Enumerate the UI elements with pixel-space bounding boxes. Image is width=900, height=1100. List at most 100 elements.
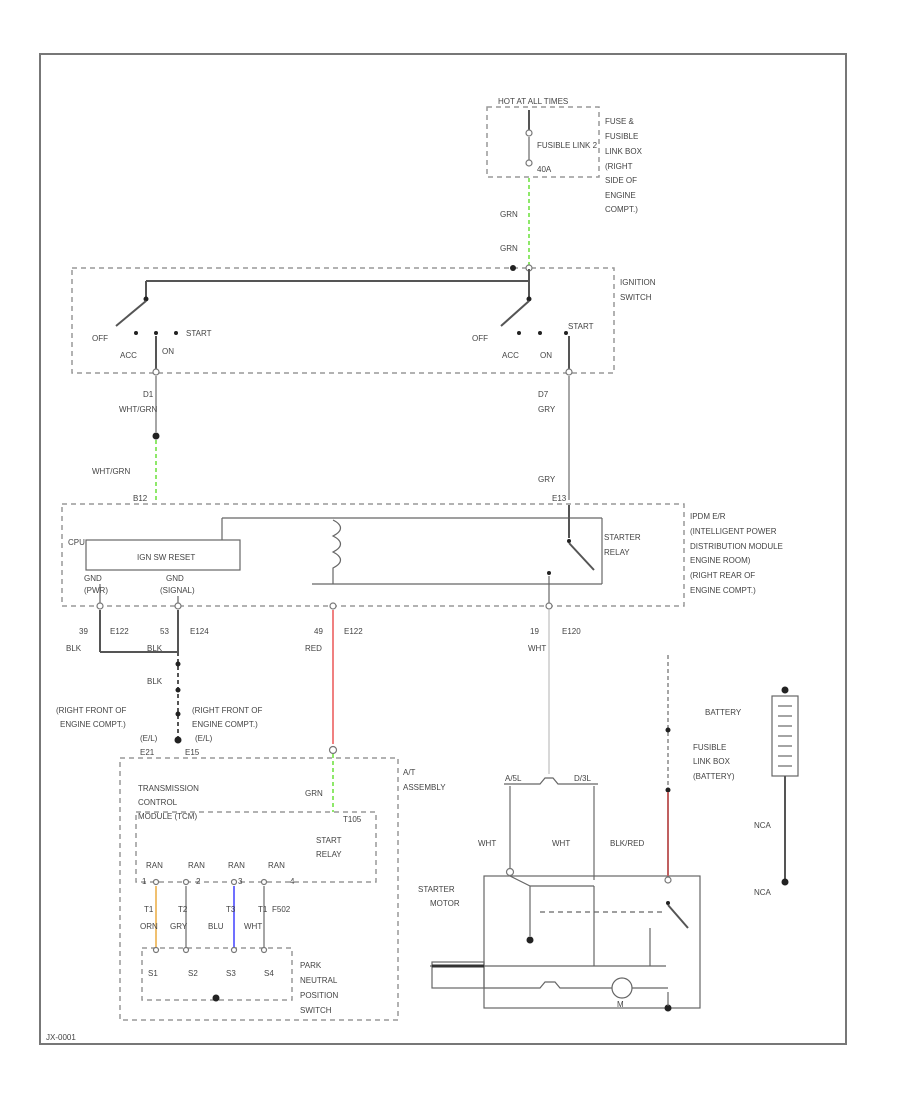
pin-19: 19: [530, 627, 539, 636]
ipdm-gnd1: GND: [84, 574, 102, 583]
battery-label: BATTERY: [705, 708, 742, 717]
wire-label-red: RED: [305, 644, 322, 653]
ipdm-gnd2-sub: (SIGNAL): [160, 586, 195, 595]
battery-pos: NCA: [754, 821, 772, 830]
ipdm-label-5: ENGINE COMPT.): [690, 586, 756, 595]
ign1-on: ON: [162, 347, 174, 356]
ipdm-er: B12 E13 CPU IGN SW RESET STARTER RELAY G…: [61, 494, 783, 610]
ipdm-ign-reset: IGN SW RESET: [137, 553, 195, 562]
tcm-label-0: TRANSMISSION: [138, 784, 199, 793]
pnp-label-2: POSITION: [300, 991, 338, 1000]
pnp-term-3: S4: [264, 969, 274, 978]
tcm-start-relay-1: RELAY: [316, 850, 342, 859]
ground-2-line-3: E15: [185, 748, 200, 757]
t-color-2: BLU: [208, 922, 224, 931]
ign1-start: START: [186, 329, 212, 338]
fuse-box-location-1: FUSIBLE: [605, 132, 638, 141]
ign2-on: ON: [540, 351, 552, 360]
pnp-label-0: PARK: [300, 961, 322, 970]
ground-1-line-1: ENGINE COMPT.): [60, 720, 126, 729]
pnp-label-1: NEUTRAL: [300, 976, 338, 985]
hot-at-all-times-label: HOT AT ALL TIMES: [498, 97, 568, 106]
tcm-start-relay-0: START: [316, 836, 342, 845]
conn-e120: E120: [562, 627, 581, 636]
wire-label-blk-2: BLK: [147, 644, 163, 653]
t-color-1: GRY: [170, 922, 188, 931]
starter-relay-label-0: STARTER: [604, 533, 641, 542]
battery: BATTERY NCA NCA: [705, 686, 799, 897]
t-pin-1: T2: [178, 905, 188, 914]
starter-m-label: M: [617, 1000, 624, 1009]
t-pin-2: T3: [226, 905, 236, 914]
pin-d1: D1: [143, 390, 154, 399]
ipdm-gnd2: GND: [166, 574, 184, 583]
fuse-box: HOT AT ALL TIMES FUSIBLE LINK 2 40A FUSE…: [486, 97, 643, 214]
conn-t105: T105: [343, 815, 362, 824]
tcm-pin-2: RAN: [228, 861, 245, 870]
t-pin-3: T1: [258, 905, 268, 914]
t-color-0: ORN: [140, 922, 158, 931]
ipdm-label-0: IPDM E/R: [690, 512, 726, 521]
tcm-pin-1: RAN: [188, 861, 205, 870]
tcm-label-1: CONTROL: [138, 798, 178, 807]
ipdm-label-1: (INTELLIGENT POWER: [690, 527, 777, 536]
conn-e122-red: E122: [344, 627, 363, 636]
at-assembly-label-1: ASSEMBLY: [403, 783, 446, 792]
conn-e124: E124: [190, 627, 209, 636]
ign2-off: OFF: [472, 334, 488, 343]
fusible-link-label: FUSIBLE LINK 2: [537, 141, 598, 150]
wire-label-gry-2: GRY: [538, 475, 556, 484]
wire-label-blk-1: BLK: [66, 644, 82, 653]
pin-53: 53: [160, 627, 169, 636]
pin-49: 49: [314, 627, 323, 636]
ground-2-line-0: (RIGHT FRONT OF: [192, 706, 262, 715]
tcm-pin-num-2: 3: [238, 877, 243, 886]
pnp-term-1: S2: [188, 969, 198, 978]
wire-label-gry-1: GRY: [538, 405, 556, 414]
ignition-switch-label-0: IGNITION: [620, 278, 656, 287]
ground-2-line-1: ENGINE COMPT.): [192, 720, 258, 729]
fuse-box-location-4: SIDE OF: [605, 176, 637, 185]
battery-fusible-1: LINK BOX: [693, 757, 731, 766]
starter-relay-label-1: RELAY: [604, 548, 630, 557]
conn-e122-left: E122: [110, 627, 129, 636]
ign1-off: OFF: [92, 334, 108, 343]
pnp-label-3: SWITCH: [300, 1006, 332, 1015]
ign2-acc: ACC: [502, 351, 519, 360]
fuse-box-location-5: ENGINE: [605, 191, 636, 200]
tcm-label-2: MODULE (TCM): [138, 812, 197, 821]
fuse-box-location-6: COMPT.): [605, 205, 638, 214]
fusible-link-rating: 40A: [537, 165, 552, 174]
tcm-pin-0: RAN: [146, 861, 163, 870]
at-assembly-label-0: A/T: [403, 768, 416, 777]
starter-motor: STARTER MOTOR M: [418, 867, 701, 1012]
wire-label-wht-motor-1: WHT: [478, 839, 496, 848]
pnp-term-0: S1: [148, 969, 158, 978]
footer-code: JX-0001: [46, 1033, 76, 1042]
wire-label-wht-grn-2: WHT/GRN: [92, 467, 130, 476]
ignition-switch-label-1: SWITCH: [620, 293, 652, 302]
tcm-pin-num-0: 1: [142, 877, 147, 886]
starter-motor-label-0: STARTER: [418, 885, 455, 894]
battery-neg: NCA: [754, 888, 772, 897]
wire-label-blk-red: BLK/RED: [610, 839, 644, 848]
wire-label-blk-3: BLK: [147, 677, 163, 686]
tcm-pin-3: RAN: [268, 861, 285, 870]
ipdm-label-2: DISTRIBUTION MODULE: [690, 542, 783, 551]
diagram-frame: [39, 53, 847, 1045]
ipdm-conn-left: B12: [133, 494, 148, 503]
ground-1-line-3: E21: [140, 748, 155, 757]
ground-1-line-2: (E/L): [140, 734, 158, 743]
wire-label-grn-tcm: GRN: [305, 789, 323, 798]
wire-label-wht: WHT: [528, 644, 546, 653]
tcm-pin-num-1: 2: [196, 877, 201, 886]
conn-d3l: D/3L: [574, 774, 591, 783]
pin-39: 39: [79, 627, 88, 636]
wire-label-wht-grn-1: WHT/GRN: [119, 405, 157, 414]
battery-fusible-2: (BATTERY): [693, 772, 735, 781]
ipdm-cpu: CPU: [68, 538, 85, 547]
ipdm-gnd1-sub: (PWR): [84, 586, 108, 595]
ign2-start: START: [568, 322, 594, 331]
wire-label-grn-2: GRN: [500, 244, 518, 253]
